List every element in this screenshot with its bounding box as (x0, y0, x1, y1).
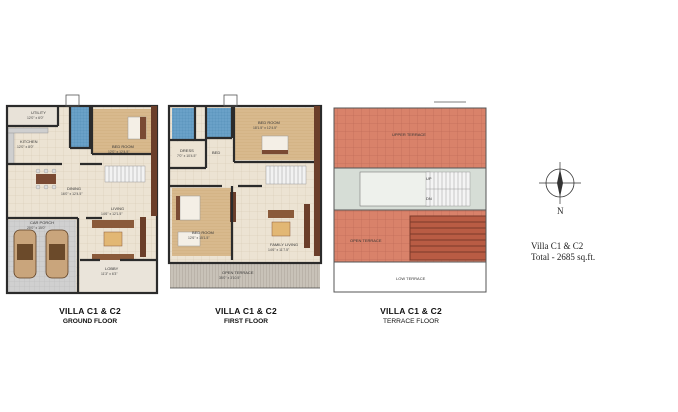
lobby (80, 260, 156, 292)
room-dim-living: 14'6" x 12'1.5" (101, 212, 123, 216)
bathroom-1 (172, 108, 194, 140)
room-label-lobby: LOBBY (105, 266, 119, 271)
room-label-upper-terrace: UPPER TERRACE (392, 132, 426, 137)
room-dim-dress: 7'0" x 10'4.5" (177, 154, 197, 158)
room-label-utility: UTILITY (31, 110, 46, 115)
room-label-dress: DRESS (180, 148, 194, 153)
open-terrace-deck (170, 262, 320, 288)
room-label-bedroom: BED ROOM (112, 144, 134, 149)
villa-info: Villa C1 & C2 Total - 2685 sq.ft. (531, 241, 595, 263)
ground-floor-caption: VILLA C1 & C2 GROUND FLOOR (40, 306, 140, 325)
ground-floor-subtitle: GROUND FLOOR (62, 318, 118, 325)
compass-icon (537, 160, 583, 211)
room-dim-bedroom: 12'0" x 12'4.5" (108, 150, 130, 154)
villa-total-area: Total - 2685 sq.ft. (531, 252, 596, 262)
bathroom (70, 107, 90, 147)
first-floor-plan: BED ROOM 18'1.5" x 12'4.5" BED DRESS 7'0… (162, 92, 332, 296)
ground-floor-title: VILLA C1 & C2 (59, 306, 121, 316)
room-label-bedroom-left: BED ROOM (192, 230, 214, 235)
room-label-open-terrace: OPEN TERRACE (222, 270, 254, 275)
room-label-bedroom-top: BED ROOM (258, 120, 280, 125)
room-dim-car-porch: 20'0" x 15'0" (27, 226, 46, 230)
room-label-living: LIVING (111, 206, 124, 211)
car-icon (45, 229, 69, 279)
room-dim-bedroom-left: 12'6" x 15'1.5" (188, 236, 210, 240)
room-dim-open-terrace: 35'0" x 3'10.5" (219, 276, 241, 280)
low-terrace (334, 262, 486, 292)
room-dim-bedroom-top: 18'1.5" x 12'4.5" (253, 126, 278, 130)
room-dim-dining: 16'0" x 12'4.5" (61, 192, 83, 196)
stair-up-label: UP (426, 176, 432, 181)
room-label-bed: BED (212, 150, 220, 155)
terrace-floor-plan: UPPER TERRACE UP DN OPEN TERRACE LOW TER… (330, 92, 490, 296)
room-label-open-terrace: OPEN TERRACE (350, 238, 382, 243)
north-label: N (557, 206, 564, 216)
stair-down-label: DN (426, 196, 432, 201)
terrace-floor-title: VILLA C1 & C2 (380, 306, 442, 316)
ground-floor-plan: UTILITY 12'0" x 6'0" KITCHEN 12'0" x 8'0… (0, 92, 165, 296)
dress-room (172, 142, 206, 168)
room-dim-utility: 12'0" x 6'0" (27, 116, 45, 120)
first-floor-caption: VILLA C1 & C2 FIRST FLOOR (196, 306, 296, 325)
first-floor-subtitle: FIRST FLOOR (224, 318, 268, 325)
first-floor-title: VILLA C1 & C2 (215, 306, 277, 316)
room-dim-lobby: 11'3" x 6'3" (101, 272, 118, 276)
car-icon (13, 229, 37, 279)
upper-terrace (334, 108, 486, 168)
terrace-floor-subtitle: TERRACE FLOOR (382, 318, 440, 325)
terrace-floor-caption: VILLA C1 & C2 TERRACE FLOOR (361, 306, 461, 325)
villa-name: Villa C1 & C2 (531, 241, 584, 251)
room-label-car-porch: CAR PORCH (30, 220, 54, 225)
room-dim-kitchen: 12'0" x 8'0" (17, 145, 35, 149)
room-label-family-living: FAMILY LIVING (270, 242, 298, 247)
room-label-dining: DINING (67, 186, 81, 191)
bathroom-2 (206, 108, 232, 138)
room-dim-family-living: 14'6" x 11'7.5" (268, 248, 290, 252)
room-label-low-terrace: LOW TERRACE (396, 276, 426, 281)
utility-room (8, 107, 58, 125)
room-label-kitchen: KITCHEN (20, 139, 38, 144)
